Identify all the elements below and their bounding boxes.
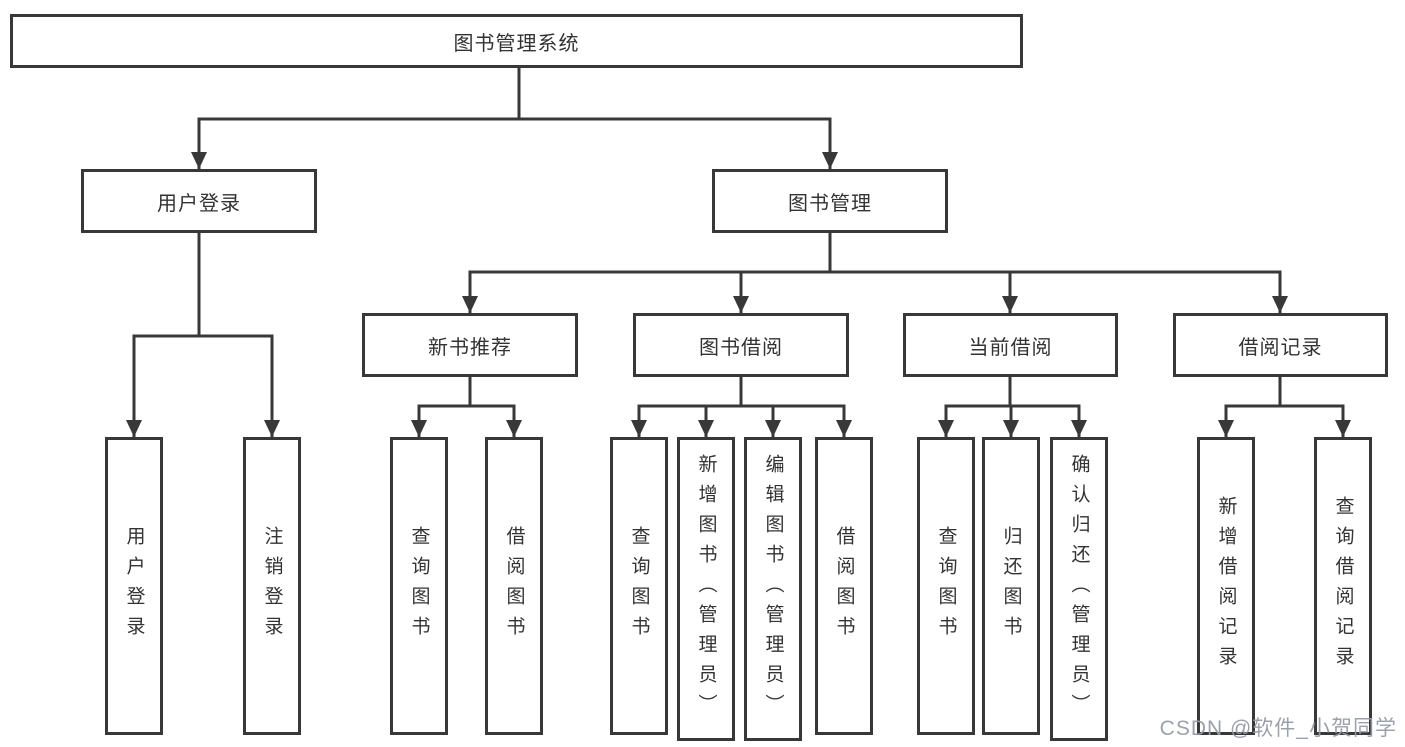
node-leaf-confirm-return-admin: 确认归还（管理员） bbox=[1050, 437, 1108, 741]
node-label: 借阅记录 bbox=[1238, 336, 1323, 359]
node-leaf-add-books-admin: 新增图书（管理员） bbox=[677, 437, 735, 741]
node-label: 新书推荐 bbox=[428, 336, 512, 359]
node-current-borrowing: 当前借阅 bbox=[903, 313, 1118, 377]
node-label: 图书管理系统 bbox=[453, 32, 580, 55]
node-label: 新增图书（管理员） bbox=[695, 454, 717, 724]
node-user-login: 用户登录 bbox=[81, 169, 317, 233]
node-label: 查询借阅记录 bbox=[1332, 496, 1354, 676]
node-leaf-logout: 注销登录 bbox=[243, 437, 301, 735]
user-login-branch-connectors bbox=[126, 233, 280, 437]
node-leaf-query-books-current: 查询图书 bbox=[917, 437, 975, 735]
node-label: 确认归还（管理员） bbox=[1068, 454, 1090, 724]
node-leaf-query-borrow-record: 查询借阅记录 bbox=[1314, 437, 1372, 735]
node-leaf-query-books-rec: 查询图书 bbox=[390, 437, 448, 735]
borrow-records-connectors bbox=[1218, 377, 1351, 437]
node-leaf-borrow-books: 借阅图书 bbox=[815, 437, 873, 735]
node-leaf-query-books-borrow: 查询图书 bbox=[610, 437, 668, 735]
node-book-borrowing: 图书借阅 bbox=[633, 313, 849, 377]
node-label: 用户登录 bbox=[157, 192, 241, 215]
node-leaf-user-login: 用户登录 bbox=[105, 437, 163, 735]
node-label: 图书借阅 bbox=[699, 336, 783, 359]
book-borrow-connectors bbox=[631, 377, 852, 437]
new-book-rec-connectors bbox=[411, 377, 522, 437]
current-borrow-connectors bbox=[938, 377, 1087, 437]
node-label: 注销登录 bbox=[261, 526, 283, 646]
node-library-management-system: 图书管理系统 bbox=[10, 14, 1023, 68]
node-leaf-return-books: 归还图书 bbox=[982, 437, 1040, 735]
node-label: 用户登录 bbox=[123, 526, 145, 646]
node-book-management: 图书管理 bbox=[712, 169, 948, 233]
node-label: 图书管理 bbox=[788, 192, 872, 215]
node-label: 编辑图书（管理员） bbox=[762, 454, 784, 724]
node-label: 归还图书 bbox=[1000, 526, 1022, 646]
csdn-watermark: CSDN @软件_小贺同学 bbox=[1159, 717, 1397, 740]
node-new-book-recommendation: 新书推荐 bbox=[362, 313, 578, 377]
node-borrowing-records: 借阅记录 bbox=[1173, 313, 1388, 377]
node-label: 查询图书 bbox=[408, 526, 430, 646]
node-leaf-edit-books-admin: 编辑图书（管理员） bbox=[744, 437, 802, 741]
node-leaf-borrow-books-rec: 借阅图书 bbox=[485, 437, 543, 735]
root-branch-connectors bbox=[191, 68, 838, 169]
node-label: 借阅图书 bbox=[833, 526, 855, 646]
node-label: 新增借阅记录 bbox=[1215, 496, 1237, 676]
node-label: 查询图书 bbox=[935, 526, 957, 646]
node-label: 借阅图书 bbox=[503, 526, 525, 646]
book-mgmt-branch-connectors bbox=[462, 233, 1288, 313]
node-label: 当前借阅 bbox=[968, 336, 1053, 359]
node-label: 查询图书 bbox=[628, 526, 650, 646]
node-leaf-add-borrow-record: 新增借阅记录 bbox=[1197, 437, 1255, 735]
